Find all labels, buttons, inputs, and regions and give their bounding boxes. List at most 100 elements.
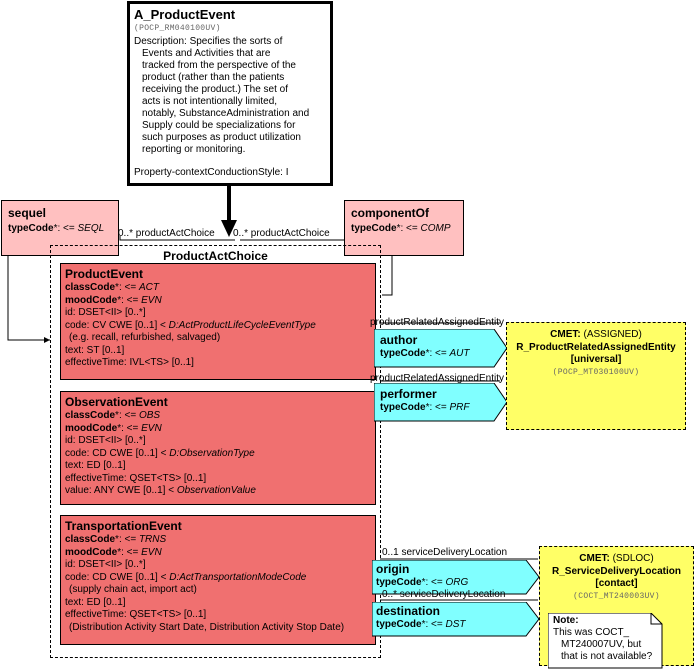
attr-prefix: value: ANY CWE [0..1] < (65, 485, 177, 496)
attr-star: * (117, 422, 122, 434)
entry-description-line: receiving the product.) The set of (142, 84, 289, 95)
componentOf-connector-label: 0..* productActChoice (233, 228, 330, 239)
id-attr: id: DSET<II> [0..*] (65, 559, 146, 570)
sequel-title: sequel (8, 206, 47, 220)
sequel-typecode: typeCode*: <= SEQL (8, 223, 112, 236)
entry-description-line: notably, SubstanceAdministration and (142, 108, 310, 119)
cmet-assigned-header: CMET: (ASSIGNED) (511, 329, 681, 342)
destination-typecode: typeCode*: <= DST (376, 619, 465, 632)
transportation-event-title: TransportationEvent (65, 519, 182, 533)
origin-participation (372, 560, 540, 595)
attr-domain: D:ActTransportationModeCode (169, 571, 307, 583)
cmet-sdloc-variant: [contact] (595, 578, 638, 589)
classcode-attr: classCode*: <= ACT (65, 282, 371, 295)
attr-domain: ObservationValue (176, 485, 256, 496)
attr-value: ACT (138, 282, 159, 293)
attr-sep: : <= (425, 577, 446, 588)
entry-description-line: such purposes as product utilization (142, 132, 301, 143)
effectivetime-note: (Distribution Activity Start Date, Distr… (69, 621, 345, 633)
attr-sep: : <= (425, 619, 446, 630)
performer-title: performer (380, 387, 437, 401)
attr-sep: : <= (118, 534, 139, 545)
performer-connector-label: productRelatedAssignedEntity (370, 373, 504, 384)
transportation-event-box: TransportationEvent classCode*: <= TRNS … (60, 515, 376, 645)
text-attr: text: ST [0..1] (65, 344, 125, 356)
cmet-label: CMET: (579, 553, 610, 564)
note-label: Note: (553, 615, 579, 626)
performer-typecode: typeCode*: <= PRF (380, 402, 469, 415)
cmet-assigned-id: (POCP_MT030100UV) (552, 367, 640, 377)
cmet-sdloc-header: CMET: (SDLOC) (544, 553, 689, 566)
origin-participation-text: origin typeCode*: <= ORG (376, 562, 468, 590)
author-participation-text: author typeCode*: <= AUT (380, 333, 469, 361)
entry-point-title: A_ProductEvent (134, 7, 236, 22)
note-text: Note: This was COCT_ MT240007UV, but tha… (553, 615, 652, 663)
code-attr: code: CD CWE [0..1] < D:ActTransportatio… (65, 572, 371, 585)
attr-value: OBS (138, 410, 161, 421)
componentOf-title: componentOf (351, 206, 429, 220)
code-note: (supply chain act, import act) (69, 584, 197, 595)
observation-event-box: ObservationEvent classCode*: <= OBS mood… (60, 391, 376, 505)
componentOf-typecode: typeCode*: <= COMP (351, 223, 457, 236)
cmet-sdloc-name: R_ServiceDeliveryLocation (552, 565, 681, 577)
entry-description-line: acts is not intentionally limited, (142, 96, 278, 107)
attr-sep: : <= (121, 546, 142, 558)
entry-to-choice-arrowhead (221, 220, 237, 237)
entry-point-property: Property-contextConductionStyle: I (134, 167, 289, 178)
note-line: MT240007UV, but (561, 639, 642, 650)
value-attr: value: ANY CWE [0..1] < ObservationValue (65, 485, 371, 498)
attr-value: EVN (141, 422, 162, 434)
note-line: that is not available? (561, 651, 653, 662)
classcode-attr: classCode*: <= TRNS (65, 534, 371, 547)
attr-value: AUT (449, 348, 470, 359)
id-attr: id: DSET<II> [0..*] (65, 435, 146, 446)
entry-description-line: product (rather than the patients (142, 72, 285, 83)
origin-typecode: typeCode*: <= ORG (376, 577, 468, 590)
performer-participation (374, 383, 508, 422)
choice-title: ProductActChoice (163, 249, 268, 263)
performer-participation-text: performer typeCode*: <= PRF (380, 387, 469, 415)
attr-star: * (117, 546, 122, 558)
entry-point-id: (POCP_RM040100UV) (134, 24, 221, 33)
attr-name: classCode (65, 534, 116, 545)
attr-name: moodCode (65, 422, 118, 434)
cmet-kind: (SDLOC) (609, 553, 654, 564)
attr-sep: : <= (429, 402, 450, 413)
product-event-box: ProductEvent classCode*: <= ACT moodCode… (60, 263, 376, 380)
attr-value: EVN (141, 294, 162, 306)
attr-sep: : <= (57, 223, 78, 234)
attr-domain: D:ObservationType (169, 447, 255, 459)
sequel-connector-label: 0..* productActChoice (118, 228, 215, 239)
author-connector-label: productRelatedAssignedEntity (370, 317, 504, 328)
note-shape (548, 613, 663, 669)
code-note: (e.g. recall, refurbished, salvaged) (69, 332, 221, 343)
origin-connector-label: 0..1 serviceDeliveryLocation (382, 547, 508, 558)
destination-participation-text: destination typeCode*: <= DST (376, 604, 465, 632)
entry-description-line: Events and Activities that are (142, 48, 271, 59)
attr-sep: : <= (121, 422, 142, 434)
attr-value: DST (445, 619, 466, 630)
attr-value: SEQL (77, 223, 105, 234)
attr-name: typeCode (380, 348, 426, 359)
attr-sep: : <= (121, 294, 142, 306)
sequel-left-loop-line (7, 255, 50, 341)
entry-description-line: tracked from the perspective of the (142, 60, 296, 71)
cmet-assigned-variant: [universal] (570, 354, 622, 365)
entry-description-line: Description: Specifies the sorts of (134, 36, 283, 47)
attr-name: typeCode (380, 402, 426, 413)
text-attr: text: ED [0..1] (65, 596, 126, 608)
sequel-to-choice-line (119, 236, 235, 241)
attr-star: * (115, 534, 119, 545)
attr-sep: : <= (429, 348, 450, 359)
observation-event-title: ObservationEvent (65, 395, 168, 409)
attr-name: moodCode (65, 294, 118, 306)
attr-value: TRNS (138, 534, 167, 545)
attr-name: classCode (65, 282, 116, 293)
attr-domain: D:ActProductLifeCycleEventType (168, 319, 316, 331)
destination-participation (372, 602, 540, 637)
effectivetime-attr: effectiveTime: QSET<TS> [0..1] (65, 609, 207, 620)
attr-name: typeCode (376, 619, 422, 630)
attr-value: EVN (141, 546, 162, 558)
entry-point-description: Description: Specifies the sorts of Even… (134, 36, 326, 156)
attr-name: typeCode (376, 577, 422, 588)
